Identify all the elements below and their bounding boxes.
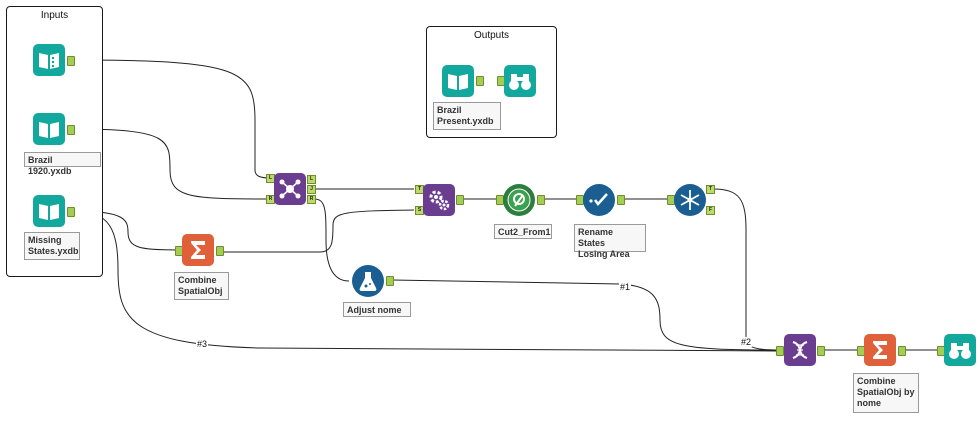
wire-detour-union bbox=[712, 188, 777, 351]
output-anchor[interactable] bbox=[537, 195, 545, 205]
flask-icon bbox=[359, 272, 377, 291]
output-anchor[interactable] bbox=[216, 246, 224, 256]
output-anchor[interactable] bbox=[67, 56, 75, 66]
input-data-tool-2[interactable] bbox=[33, 113, 65, 145]
inputs-container-title: Inputs bbox=[40, 10, 69, 21]
wire-input3-summarize bbox=[73, 210, 179, 251]
geo-cut-icon bbox=[507, 188, 531, 212]
input-data-tool-3[interactable] bbox=[33, 195, 65, 227]
summarize-tool-by-nome[interactable] bbox=[864, 334, 896, 366]
output-anchor[interactable] bbox=[476, 76, 484, 86]
formula-tool[interactable] bbox=[352, 265, 384, 297]
open-book-icon bbox=[39, 122, 59, 138]
annotation-brazil-present: Brazil Present.yxdb bbox=[433, 102, 501, 130]
checkmark-icon bbox=[589, 193, 608, 206]
annotation-cut2-from1: Cut2_From1 bbox=[494, 224, 552, 239]
wire-label-1: #1 bbox=[619, 282, 632, 292]
wire-join-formula bbox=[313, 198, 350, 282]
gears-icon bbox=[429, 190, 450, 211]
output-anchor[interactable] bbox=[67, 207, 75, 217]
annotation-brazil-1920: Brazil 1920.yxdb bbox=[24, 152, 101, 176]
annotation-missing-states: Missing States.yxdb bbox=[24, 232, 80, 260]
input-data-tool-1[interactable] bbox=[33, 44, 65, 76]
join-out-j-anchor[interactable]: J bbox=[307, 185, 316, 194]
binoculars-icon bbox=[949, 343, 971, 359]
open-book-icon bbox=[39, 204, 59, 220]
annotation-combine-spatialobj: Combine SpatialObj bbox=[174, 272, 229, 300]
summarize-tool[interactable] bbox=[182, 234, 214, 266]
output-anchor[interactable] bbox=[617, 195, 625, 205]
union-tool[interactable] bbox=[784, 334, 816, 366]
sigma-icon bbox=[191, 241, 205, 259]
open-book-icon bbox=[39, 53, 59, 69]
join-tool[interactable] bbox=[274, 173, 306, 205]
browse-tool-outputs[interactable] bbox=[504, 65, 536, 97]
outputs-container-title: Outputs bbox=[473, 30, 510, 41]
detour-tool[interactable] bbox=[674, 184, 706, 216]
dna-icon bbox=[792, 341, 808, 359]
output-anchor[interactable] bbox=[67, 125, 75, 135]
output-anchor[interactable] bbox=[898, 346, 906, 356]
browse-tool-final[interactable] bbox=[944, 334, 976, 366]
network-nodes-icon bbox=[279, 179, 301, 199]
join-out-r-anchor[interactable]: R bbox=[307, 195, 316, 204]
input-anchor[interactable] bbox=[776, 346, 784, 356]
wire-input2-join bbox=[73, 128, 271, 200]
open-book-icon bbox=[448, 74, 468, 90]
sigma-icon bbox=[873, 341, 887, 359]
annotation-combine-spatialobj-by-nome: Combine SpatialObj by nome bbox=[853, 373, 919, 413]
output-anchor[interactable] bbox=[386, 276, 394, 286]
wire-label-3: #3 bbox=[196, 339, 209, 349]
annotation-rename-states: Rename States Losing Area bbox=[574, 224, 646, 259]
wire-input1-join bbox=[73, 59, 271, 179]
detour-false-anchor[interactable]: F bbox=[706, 206, 715, 215]
wire-input3-union bbox=[73, 210, 777, 352]
binoculars-icon bbox=[509, 74, 531, 90]
select-tool[interactable] bbox=[583, 184, 615, 216]
output-anchor[interactable] bbox=[456, 195, 464, 205]
spatial-process-tool[interactable] bbox=[423, 184, 455, 216]
wire-summarize-overlay bbox=[222, 209, 415, 253]
join-out-l-anchor[interactable]: L bbox=[307, 175, 316, 184]
input-data-tool-brazil-present[interactable] bbox=[442, 65, 474, 97]
output-anchor[interactable] bbox=[817, 346, 825, 356]
wire-formula-union bbox=[391, 279, 777, 351]
snowflake-icon bbox=[680, 190, 700, 210]
wire-label-2: #2 bbox=[740, 337, 753, 347]
detour-true-anchor[interactable]: T bbox=[706, 185, 715, 194]
cut-spatial-tool[interactable] bbox=[503, 184, 535, 216]
annotation-adjust-nome: Adjust nome bbox=[343, 302, 411, 317]
